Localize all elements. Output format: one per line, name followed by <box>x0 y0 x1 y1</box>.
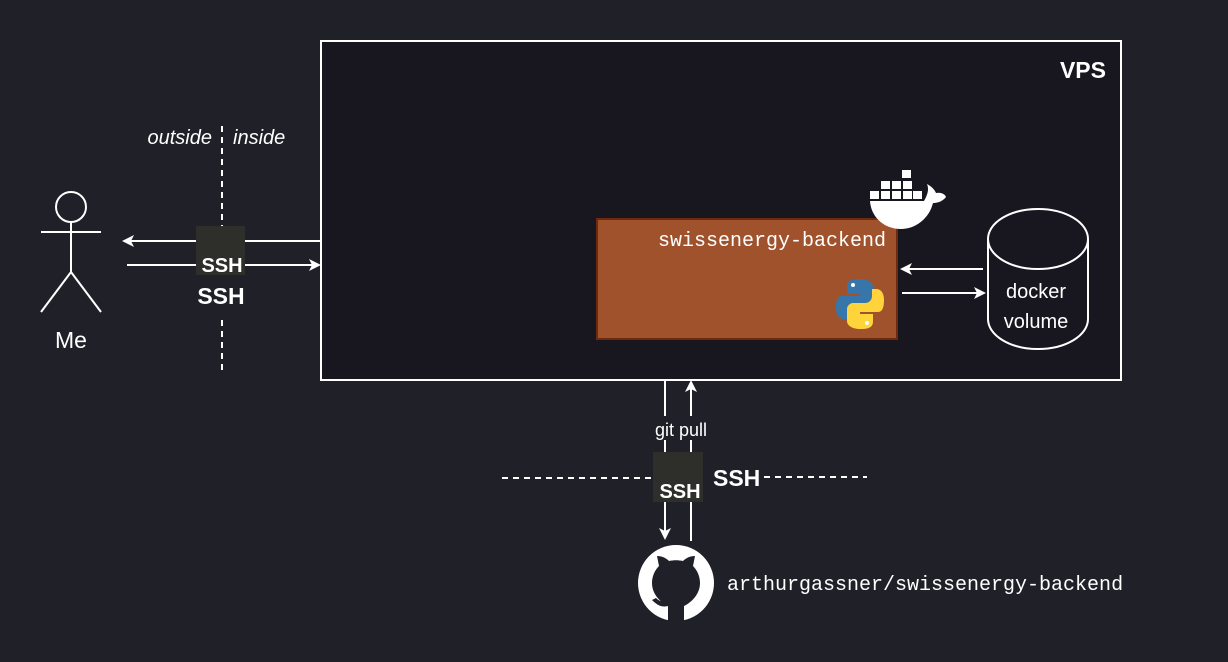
python-icon <box>836 279 884 329</box>
person-icon <box>40 191 102 313</box>
docker-volume: docker volume <box>987 208 1089 350</box>
repo-label: arthurgassner/swissenergy-backend <box>727 574 1123 597</box>
volume-label-line2: volume <box>1004 311 1068 333</box>
inside-label: inside <box>233 127 285 149</box>
docker-icon <box>870 170 946 229</box>
ssh-badge-text: SSH <box>659 481 700 503</box>
vps-label: VPS <box>1060 57 1106 83</box>
volume-label-line1: docker <box>1006 281 1066 303</box>
container-label: swissenergy-backend <box>658 230 886 253</box>
github-icon <box>638 545 714 621</box>
ssh-badge-text: SSH <box>201 255 242 277</box>
git-pull-label: git pull <box>655 420 707 440</box>
actor-label: Me <box>55 327 87 353</box>
outside-label: outside <box>148 127 213 149</box>
ssh-badge-left: SSH <box>196 226 245 277</box>
ssh-badge-bottom: SSH <box>653 452 703 503</box>
ssh-label-left: SSH <box>197 283 244 309</box>
ssh-label-bottom: SSH <box>713 465 760 491</box>
